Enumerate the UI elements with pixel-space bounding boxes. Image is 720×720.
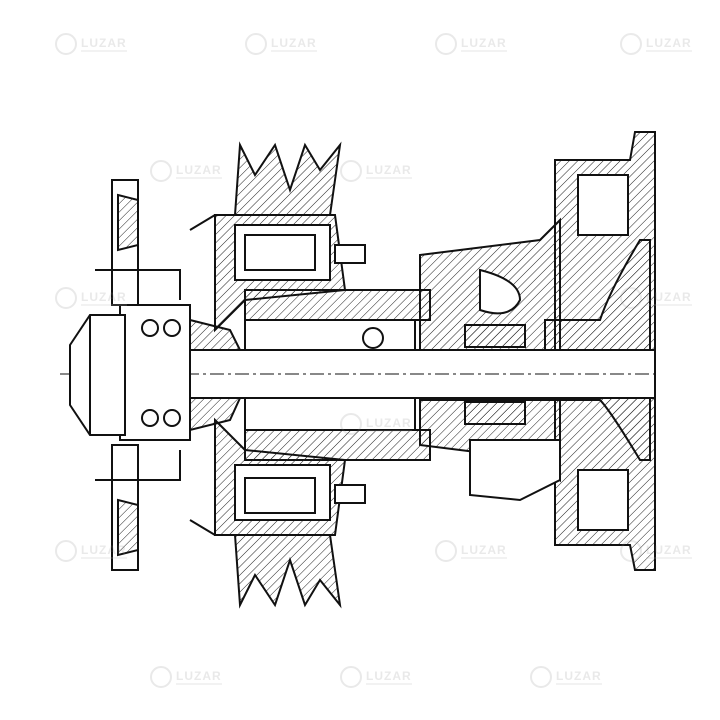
pulley-upper — [233, 141, 342, 216]
watermark: LUZAR — [55, 33, 127, 55]
bolt-lower — [334, 484, 366, 504]
nut — [69, 314, 126, 436]
watermark: LUZAR — [530, 666, 602, 688]
seal — [464, 324, 526, 348]
hub — [119, 304, 191, 441]
watermark: LUZAR — [435, 33, 507, 55]
watermark: LUZAR — [245, 33, 317, 55]
watermark: LUZAR — [340, 413, 412, 435]
bearing-sleeve — [244, 289, 431, 321]
pulley-lower — [233, 534, 342, 609]
bolt-upper — [334, 244, 366, 264]
watermark: LUZAR — [55, 287, 127, 309]
watermark: LUZAR — [150, 666, 222, 688]
watermark: LUZAR — [620, 540, 692, 562]
watermark: LUZAR — [620, 33, 692, 55]
watermark: LUZAR — [150, 160, 222, 182]
watermark: LUZAR — [620, 287, 692, 309]
watermark: LUZAR — [340, 666, 412, 688]
watermark: LUZAR — [55, 540, 127, 562]
watermark: LUZAR — [340, 160, 412, 182]
watermark: LUZAR — [435, 540, 507, 562]
